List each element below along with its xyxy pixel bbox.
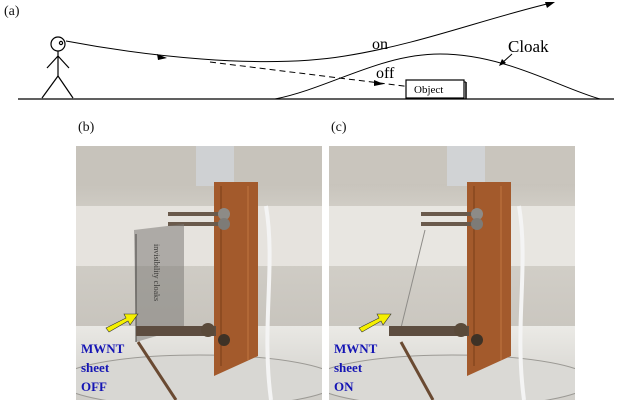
mwnt-sheet-b <box>134 224 184 342</box>
photo-sheet-off: invisibility cloaks MWNT sheet OFF <box>76 146 322 400</box>
cloak-schematic: on off Cloak Object <box>18 2 614 100</box>
ray-off <box>209 61 413 88</box>
ray-arrowhead-1 <box>157 54 167 60</box>
ray-off-arrowhead <box>374 80 384 86</box>
ruler-text: invisibility cloaks <box>152 244 161 301</box>
copper-board-c <box>467 182 511 376</box>
caption-line: ON <box>334 379 354 394</box>
ray-arrowhead-2 <box>545 2 555 8</box>
photo-sheet-on: MWNT sheet ON <box>329 146 575 400</box>
copper-board-b <box>214 182 258 376</box>
label-off: off <box>376 65 395 82</box>
panel-b-label: (b) <box>78 120 95 135</box>
caption-b: MWNT sheet OFF <box>81 339 124 396</box>
cloak-curve <box>274 53 601 100</box>
caption-c: MWNT sheet ON <box>334 339 377 396</box>
observer-figure <box>41 36 74 99</box>
arrow-icon <box>105 313 139 333</box>
ray-on <box>65 2 552 63</box>
panel-c-label: (c) <box>331 120 347 135</box>
caption-line: sheet <box>334 360 363 375</box>
caption-line: OFF <box>81 379 107 394</box>
caption-line: sheet <box>81 360 110 375</box>
caption-line: MWNT <box>81 341 125 356</box>
arrow-icon <box>358 313 392 333</box>
label-on: on <box>372 36 388 53</box>
panel-a-label: (a) <box>4 4 20 19</box>
caption-line: MWNT <box>334 341 378 356</box>
object-box <box>405 79 465 99</box>
label-object: Object <box>414 84 443 96</box>
mwnt-sheet-c <box>398 229 426 337</box>
label-cloak: Cloak <box>508 37 549 56</box>
